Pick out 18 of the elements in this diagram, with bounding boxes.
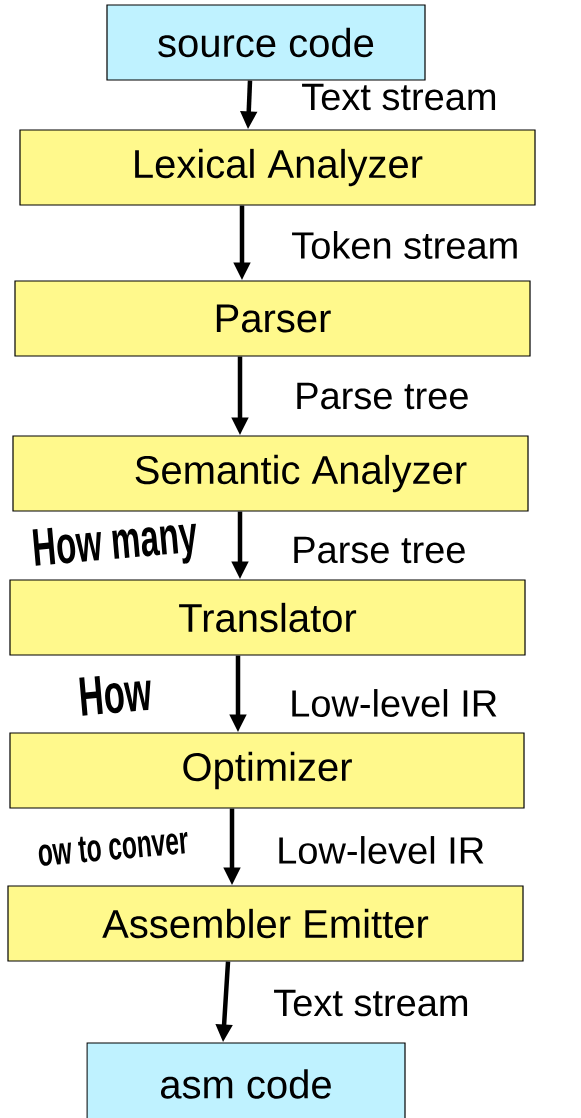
edge-label: Text stream [302, 83, 496, 111]
edge-label: Text stream [274, 989, 468, 1017]
process-box: Lexical Analyzer [19, 129, 536, 206]
process-box: Parser [14, 280, 531, 357]
edge-label: Parse tree [297, 382, 468, 410]
overlay-text: How [79, 676, 151, 716]
process-box: Semantic Analyzer [12, 435, 529, 512]
process-box: Translator [9, 579, 526, 656]
overlay-text: ow to conver [38, 832, 188, 866]
edge-label: Parse tree [294, 536, 465, 564]
process-box: Optimizer [9, 732, 525, 809]
process-box: Assembler Emitter [7, 885, 524, 962]
overlay-text: How many [32, 523, 196, 566]
edge-label: Low-level IR [292, 689, 497, 717]
document-box: asm code [86, 1042, 406, 1118]
edge-label: Low-level IR [279, 836, 484, 864]
edge-label: Token stream [292, 231, 517, 259]
document-box: source code [106, 4, 426, 81]
